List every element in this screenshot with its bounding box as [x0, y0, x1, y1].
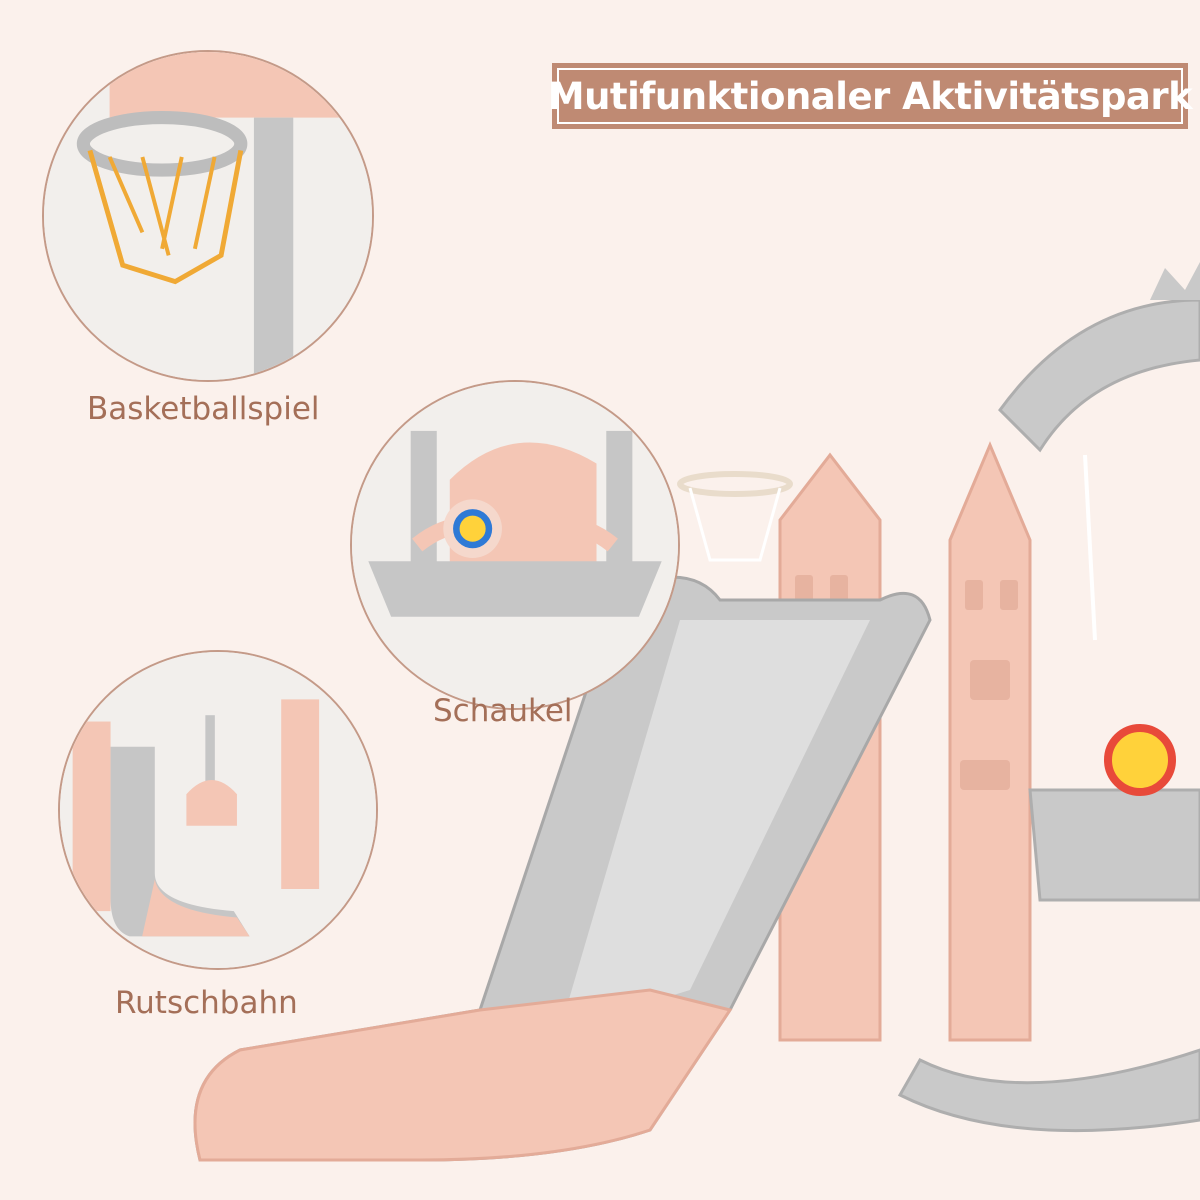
callout-basketball: [42, 50, 374, 382]
callout-label-slide: Rutschbahn: [115, 985, 298, 1021]
title-banner: Mutifunktionaler Aktivitätspark: [548, 63, 1193, 129]
slide-set-image: [60, 652, 376, 968]
swing-seat-image: [352, 382, 678, 708]
callout-swing: [350, 380, 680, 710]
callout-label-swing: Schaukel: [433, 693, 573, 729]
title-text: Mutifunktionaler Aktivitätspark: [547, 74, 1193, 118]
callout-slide: [58, 650, 378, 970]
swing-seat: [1028, 788, 1200, 902]
hoop-rim: [677, 471, 793, 497]
slide-end: [193, 988, 733, 1162]
swing-arch: [998, 298, 1200, 453]
toy-flower: [1104, 724, 1176, 796]
slide-surface: [560, 620, 870, 1030]
arch-crown: [1150, 262, 1200, 300]
hoop-net: [688, 487, 782, 562]
right-tower: [948, 441, 1032, 1042]
callout-label-basketball: Basketballspiel: [87, 391, 320, 427]
tower-windows: [795, 575, 1018, 790]
basketball-hoop-image: [44, 52, 372, 380]
swing-base: [897, 1048, 1200, 1133]
swing-rope: [1083, 454, 1097, 641]
